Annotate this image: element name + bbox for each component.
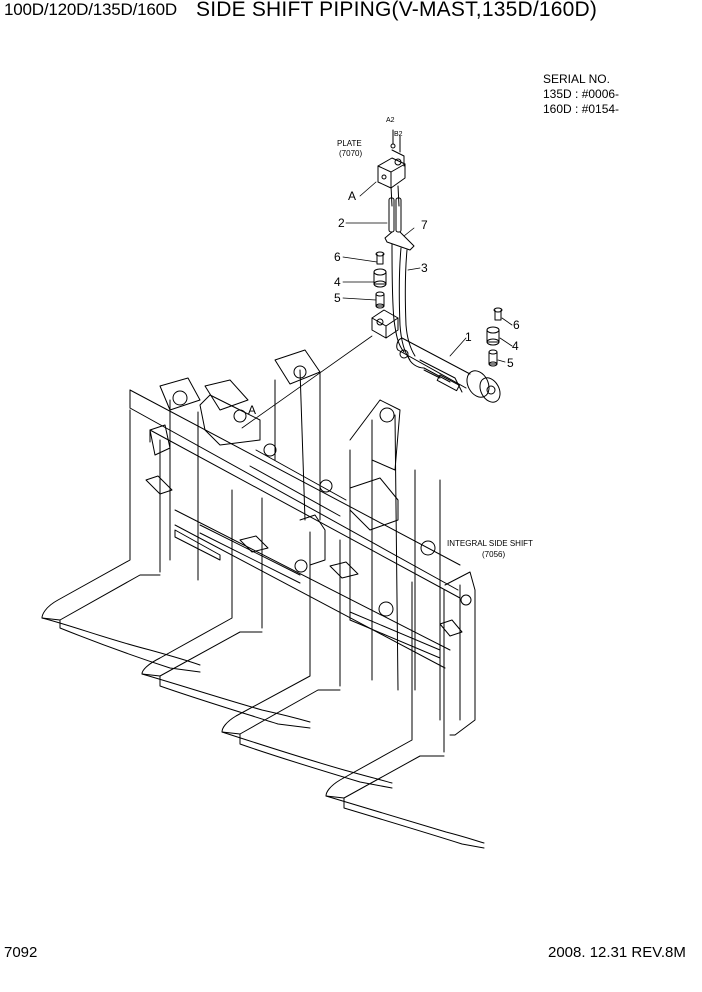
diagram-labels: A2 B2 PLATE (7070) A 2 7 3 6 4 5 1 6 4 5… [248,117,533,559]
fork-4 [325,581,485,849]
plate-ref: (7070) [339,149,362,158]
callout-7: 7 [421,218,428,232]
port-label-b2: B2 [394,131,403,138]
callout-5-right: 5 [507,356,514,370]
carriage-frame [129,349,476,736]
fork-2 [141,489,311,729]
hose-pair-upper [384,185,415,251]
callout-3: 3 [421,261,428,275]
serial-line-135d: 135D : #0006- [543,87,620,101]
fork-1 [41,409,201,673]
plate-bracket [377,129,406,189]
integral-side-shift-label: INTEGRAL SIDE SHIFT [447,539,533,548]
callout-4-right: 4 [512,339,519,353]
fork-3 [221,531,393,789]
callout-1: 1 [465,330,472,344]
hardware-left [373,251,387,309]
callout-5-left: 5 [334,291,341,305]
model-list: 100D/120D/135D/160D [4,0,177,19]
leader-lines [241,181,513,429]
page-title: SIDE SHIFT PIPING(V-MAST,135D/160D) [196,0,598,21]
detail-ref-carriage: A [248,403,256,417]
detail-ref-top: A [348,189,356,203]
hose-3 [391,243,416,361]
callout-4-left: 4 [334,275,341,289]
page-number: 7092 [4,944,38,961]
serial-heading: SERIAL NO. [543,72,610,86]
callout-6-right: 6 [513,318,520,332]
cylinder-mount [371,309,399,339]
date-revision: 2008. 12.31 REV.8M [548,944,686,961]
port-label-a2: A2 [386,117,395,124]
cylinder [396,337,501,403]
hardware-right [486,307,503,367]
serial-line-160d: 160D : #0154- [543,102,620,116]
callout-6-left: 6 [334,250,341,264]
plate-label: PLATE [337,139,362,148]
serial-number-block: SERIAL NO. 135D : #0006- 160D : #0154- [543,72,619,117]
callout-2: 2 [338,216,345,230]
integral-side-shift-ref: (7056) [482,550,505,559]
